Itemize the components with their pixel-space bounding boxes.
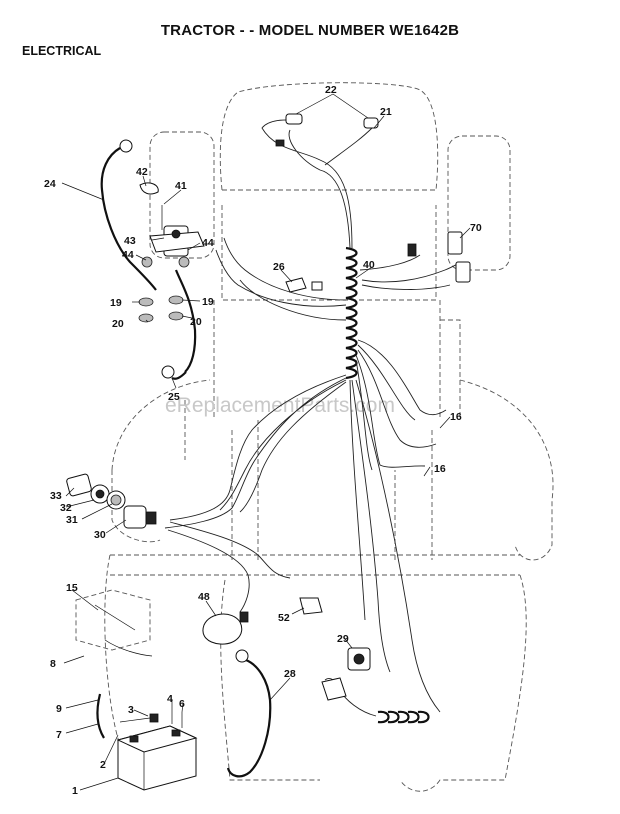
diagram-title: TRACTOR - - MODEL NUMBER WE1642B [160, 22, 460, 39]
callout-29: 29 [337, 633, 349, 645]
callout-31: 31 [66, 514, 78, 526]
hardware-washers [138, 295, 184, 323]
callout-19-right: 19 [202, 296, 214, 308]
callout-43: 43 [124, 235, 136, 247]
callout-20-left: 20 [112, 318, 124, 330]
callout-40: 40 [363, 259, 375, 271]
callout-26: 26 [273, 261, 285, 273]
callout-44-left: 44 [122, 249, 134, 261]
starter-solenoid [139, 182, 205, 268]
headlight-connectors [275, 113, 379, 147]
section-title: ELECTRICAL [22, 44, 102, 58]
callout-8: 8 [50, 658, 56, 670]
switch-connectors [285, 231, 471, 293]
callout-2: 2 [100, 759, 106, 771]
callout-6: 6 [179, 698, 185, 710]
seat-switch [202, 597, 323, 645]
callout-7: 7 [56, 729, 62, 741]
callout-70: 70 [470, 222, 482, 234]
callout-32: 32 [60, 502, 72, 514]
callout-44-right: 44 [202, 237, 214, 249]
callout-25: 25 [168, 391, 180, 403]
callout-1: 1 [72, 785, 78, 797]
callout-20-right: 20 [190, 316, 202, 328]
ignition-switch [66, 473, 157, 529]
callout-30: 30 [94, 529, 106, 541]
callout-16-lower: 16 [434, 463, 446, 475]
callout-9: 9 [56, 703, 62, 715]
callout-52: 52 [278, 612, 290, 624]
battery [96, 693, 198, 791]
callout-19-left: 19 [110, 297, 122, 309]
battery-tray [75, 589, 153, 657]
wiring-harness [164, 119, 463, 724]
callout-3: 3 [128, 704, 134, 716]
callout-48: 48 [198, 591, 210, 603]
callout-16-upper: 16 [450, 411, 462, 423]
callout-41: 41 [175, 180, 187, 192]
pto-switch [321, 647, 371, 701]
callout-labels: 22 21 24 42 41 43 44 44 19 20 19 20 25 2… [44, 84, 482, 797]
callout-24: 24 [44, 178, 56, 190]
tractor-outline [104, 82, 554, 792]
leader-lines [61, 93, 471, 791]
callout-42: 42 [136, 166, 148, 178]
callout-4: 4 [167, 693, 173, 705]
battery-cable-negative [226, 649, 272, 778]
callout-33: 33 [50, 490, 62, 502]
callout-21: 21 [380, 106, 392, 118]
battery-cable-positive [100, 139, 197, 373]
callout-28: 28 [284, 668, 296, 680]
callout-15: 15 [66, 582, 78, 594]
ground-cable [161, 365, 187, 380]
callout-22: 22 [325, 84, 337, 96]
